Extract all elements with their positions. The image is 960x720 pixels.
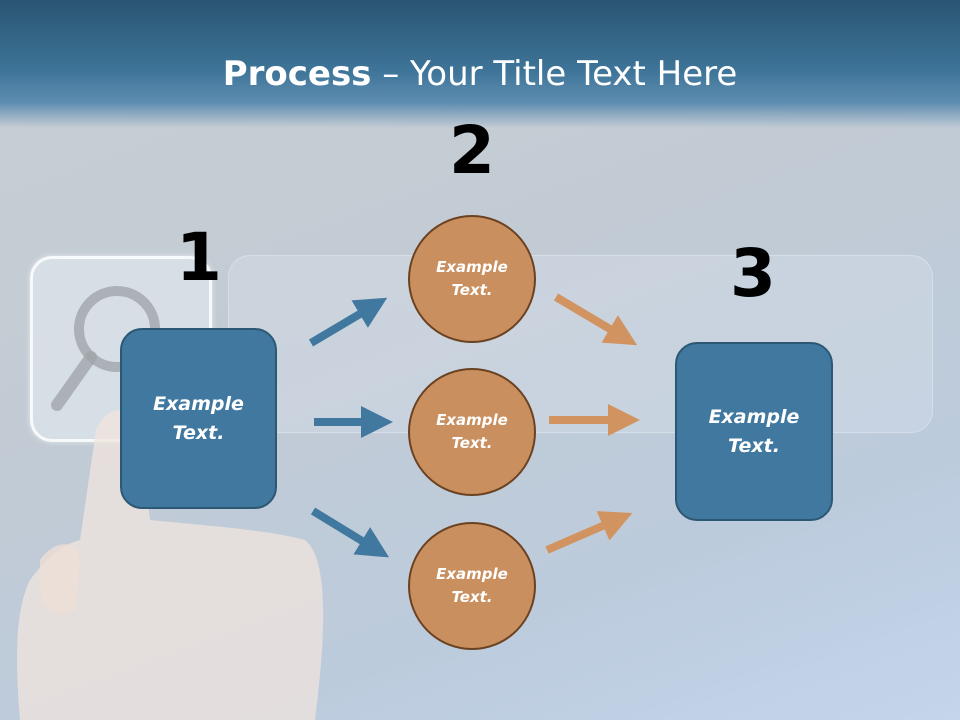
arrow-start-to-bottom bbox=[310, 507, 390, 558]
title-rest: – Your Title Text Here bbox=[371, 54, 738, 94]
arrow-bottom-to-end bbox=[545, 511, 633, 554]
start-box: Example Text. bbox=[120, 328, 277, 509]
arrow-start-to-top bbox=[308, 297, 388, 347]
end-box-label: Example Text. bbox=[708, 405, 800, 457]
end-box: Example Text. bbox=[675, 342, 833, 521]
arrow-top-to-end bbox=[553, 293, 638, 346]
circle-bottom-label: Example Text. bbox=[436, 565, 508, 606]
start-box-label: Example Text. bbox=[153, 392, 244, 444]
circle-bottom: Example Text. bbox=[408, 522, 536, 650]
step-3-number: 3 bbox=[730, 235, 776, 312]
circle-top-label: Example Text. bbox=[436, 258, 508, 299]
step-2-number: 2 bbox=[449, 112, 495, 189]
circle-middle-label: Example Text. bbox=[436, 411, 508, 452]
title-bar bbox=[0, 0, 960, 128]
circle-top: Example Text. bbox=[408, 215, 536, 343]
title-bold: Process bbox=[222, 54, 372, 94]
circle-middle: Example Text. bbox=[408, 368, 536, 496]
slide-title: Process – Your Title Text Here bbox=[0, 52, 960, 96]
step-1-number: 1 bbox=[176, 219, 222, 296]
